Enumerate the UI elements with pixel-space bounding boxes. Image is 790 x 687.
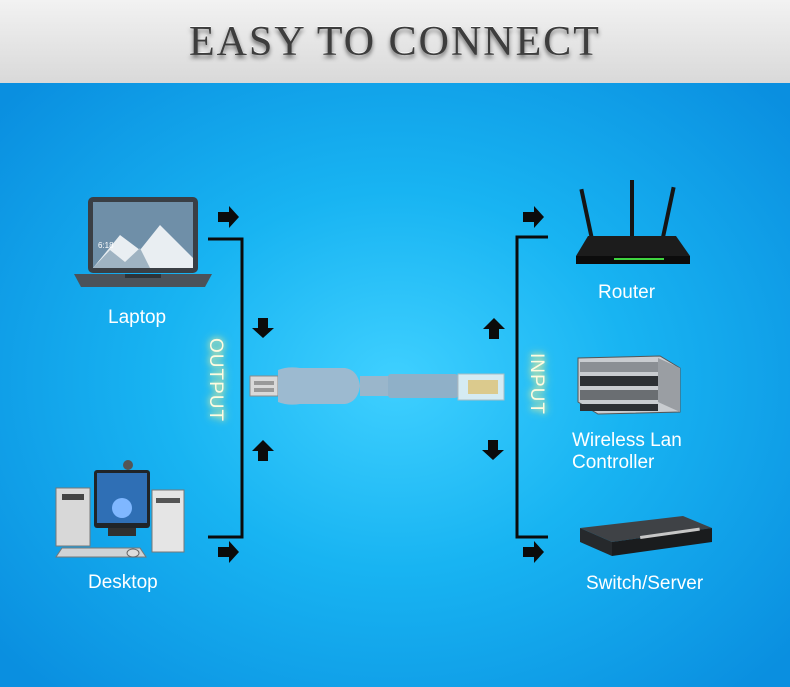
usb-rj45-cable-icon: [249, 367, 505, 405]
laptop-clock: 6:18: [98, 241, 114, 250]
wlan-controller-label-line1: Wireless Lan: [572, 430, 682, 451]
router-label: Router: [598, 282, 656, 303]
wlan-controller-icon: [577, 355, 681, 415]
right-bracket: [515, 235, 548, 539]
switch-server-label: Switch/Server: [586, 573, 704, 594]
arrow-up-icon: [252, 440, 274, 461]
arrow-right-icon: [218, 206, 239, 228]
header-banner: EASY TO CONNECT: [0, 0, 790, 83]
router-icon: [576, 180, 690, 264]
arrow-right-icon: [218, 541, 239, 563]
arrow-down-icon: [482, 440, 504, 460]
arrow-right-icon: [523, 206, 544, 228]
output-label: OUTPUT: [205, 338, 226, 423]
input-label: INPUT: [526, 353, 547, 415]
laptop-icon: 6:18: [74, 197, 212, 287]
laptop-label: Laptop: [108, 307, 167, 328]
arrow-down-icon: [252, 318, 274, 338]
arrow-up-icon: [483, 318, 505, 339]
desktop-icon: [55, 460, 185, 558]
left-bracket: [208, 237, 244, 539]
arrow-right-icon: [523, 541, 544, 563]
switch-icon: [580, 516, 712, 556]
desktop-label: Desktop: [88, 572, 158, 593]
wlan-controller-label-line2: Controller: [572, 452, 655, 473]
page-title: EASY TO CONNECT: [189, 19, 601, 65]
